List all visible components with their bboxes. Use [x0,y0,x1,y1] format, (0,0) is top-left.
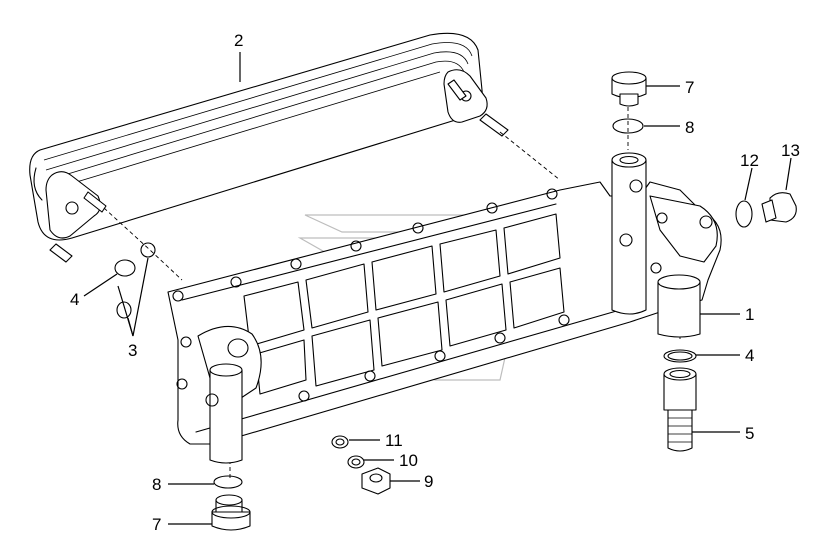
seal-3-lower [116,301,132,319]
callout-4-right: 4 [745,346,754,365]
plug-top [611,71,647,107]
callout-13: 13 [781,141,800,160]
callout-12: 12 [740,151,759,170]
small-parts [114,71,797,531]
seal-ring-12 [735,200,753,228]
o-ring-top [612,118,644,134]
callout-1: 1 [745,305,754,324]
plug-bottom [211,494,251,531]
callout-7-top: 7 [685,78,694,97]
stud-2 [49,243,73,263]
mounting-bosses [172,188,570,402]
callout-9: 9 [424,472,433,491]
oil-cooler-core [29,32,509,263]
stud-4 [479,113,509,137]
callout-11: 11 [385,431,403,450]
o-ring-bottom [213,475,243,489]
callout-7-bottom: 7 [152,515,161,534]
seal-3-upper [140,242,156,258]
leader-lines [83,52,792,525]
union-fitting-5 [663,367,697,452]
cooling-pockets [243,213,565,395]
callout-3: 3 [128,341,137,360]
o-ring-left-4 [114,259,136,277]
washer-10 [347,455,365,469]
callout-10: 10 [399,451,418,470]
plug-13 [761,192,797,223]
oil-cooler-housing [167,152,722,464]
callout-labels: 2 7 8 12 13 4 3 1 4 5 11 10 9 8 7 [70,31,800,534]
stud-3 [447,79,467,101]
callout-8-bottom: 8 [152,475,161,494]
washer-11 [331,435,349,449]
callout-2: 2 [234,31,243,50]
callout-5: 5 [745,424,754,443]
stud-1 [83,191,107,213]
callout-4-left: 4 [70,290,79,309]
nut-9 [361,467,391,495]
callout-8-top: 8 [685,118,694,137]
